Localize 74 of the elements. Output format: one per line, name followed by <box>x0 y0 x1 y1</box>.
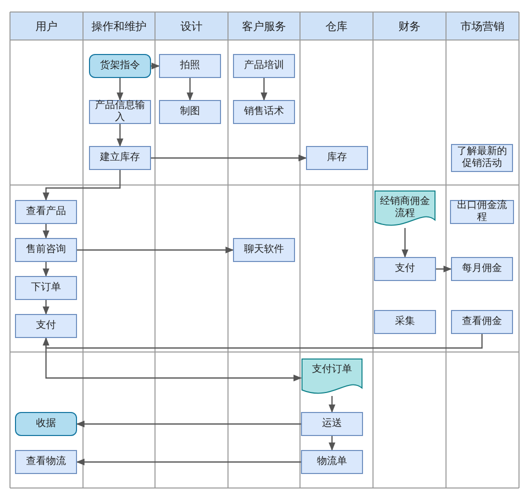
node-text: 经销商佣金流程 <box>379 196 431 220</box>
column-header: 操作和维护 <box>92 18 146 34</box>
node-text: 制图 <box>179 106 201 118</box>
process-box <box>301 412 363 436</box>
process-box <box>89 100 151 124</box>
node-text: 支付 <box>394 263 416 275</box>
process-box <box>15 314 77 338</box>
arrow <box>328 436 336 451</box>
node-text: 查看物流 <box>25 456 67 468</box>
process-box <box>301 450 363 474</box>
arrow <box>116 78 124 101</box>
column-header: 市场营销 <box>460 18 504 34</box>
arrow <box>76 458 301 466</box>
arrow <box>77 246 234 254</box>
column-header: 用户 <box>36 18 58 34</box>
node-text: 聊天软件 <box>243 244 285 256</box>
node-text: 采集 <box>394 316 416 328</box>
arrow <box>42 224 50 239</box>
arrow <box>328 396 336 413</box>
arrow <box>76 420 301 428</box>
arrow <box>45 338 302 382</box>
process-box <box>451 257 513 281</box>
process-box <box>233 100 295 124</box>
node-text: 查看产品 <box>25 206 67 218</box>
column-header: 客户服务 <box>242 18 286 34</box>
column-header: 仓库 <box>326 18 348 34</box>
process-box <box>15 238 77 262</box>
node-text: 每月佣金 <box>461 263 503 275</box>
node-text: 建立库存 <box>99 152 141 164</box>
node-text: 了解最新的促销活动 <box>456 146 508 170</box>
node-text: 物流单 <box>316 456 348 468</box>
arrow <box>42 334 483 349</box>
node-text: 产品培训 <box>243 60 285 72</box>
node-text: 产品信息输入 <box>94 100 146 124</box>
process-box <box>306 146 368 170</box>
process-box <box>233 238 295 262</box>
process-box <box>15 276 77 300</box>
process-box <box>451 310 513 334</box>
arrow <box>186 78 194 101</box>
process-box <box>450 200 514 224</box>
node-text: 收据 <box>35 418 57 430</box>
start-box <box>15 412 77 436</box>
process-box <box>15 200 77 224</box>
start-box <box>89 54 151 78</box>
process-box <box>374 257 436 281</box>
arrow <box>116 124 124 147</box>
arrow <box>42 262 50 277</box>
column-header: 设计 <box>180 18 202 34</box>
process-box <box>159 54 221 78</box>
arrow <box>260 78 268 101</box>
node-text: 销售话术 <box>243 106 285 118</box>
node-text: 运送 <box>321 418 343 430</box>
column-header: 财务 <box>398 18 420 34</box>
node-text: 支付订单 <box>311 364 353 376</box>
node-text: 货架指令 <box>99 60 141 72</box>
process-box <box>374 310 436 334</box>
process-box <box>15 450 77 474</box>
node-text: 出口佣金流程 <box>456 200 508 224</box>
process-box <box>159 100 221 124</box>
arrow <box>436 266 452 272</box>
arrow <box>42 170 121 201</box>
process-box <box>89 146 151 170</box>
node-text: 支付 <box>35 320 57 332</box>
node-text: 下订单 <box>30 282 62 294</box>
process-box <box>233 54 295 78</box>
process-box <box>451 144 513 172</box>
arrow <box>402 228 408 258</box>
node-text: 查看佣金 <box>461 316 503 328</box>
arrow <box>42 300 50 315</box>
node-text: 拍照 <box>179 60 201 72</box>
arrow <box>151 154 307 162</box>
node-text: 库存 <box>326 152 348 164</box>
node-text: 售前咨询 <box>25 244 67 256</box>
arrow <box>151 62 160 70</box>
